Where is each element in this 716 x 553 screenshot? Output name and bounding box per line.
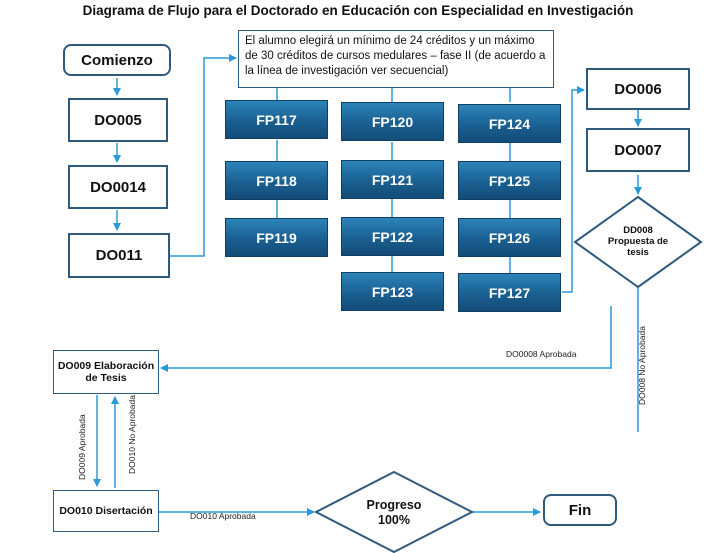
edge-dd008-do009: [160, 306, 612, 372]
label-do009-aprobada: DO009 Aprobada: [77, 414, 87, 480]
node-fp121: FP121: [341, 160, 444, 199]
label-do008-no-aprobada: DO008 No Aprobada: [637, 326, 647, 405]
diagram-title: Diagrama de Flujo para el Doctorado en E…: [82, 3, 634, 18]
node-fp125: FP125: [458, 161, 561, 200]
node-fin: Fin: [543, 494, 617, 526]
node-do009: DO009 Elaboración de Tesis: [53, 350, 159, 394]
label-do0008-aprobada: DO0008 Aprobada: [506, 349, 577, 359]
node-do007: DO007: [586, 128, 690, 172]
label-do010-no-aprobada: DO010 No Aprobada: [127, 395, 137, 474]
edge-do011-note: [170, 54, 237, 257]
node-comienzo: Comienzo: [63, 44, 171, 76]
node-note: El alumno elegirá un mínimo de 24 crédit…: [238, 30, 554, 88]
dd008-diamond-shape: [573, 195, 703, 289]
node-dd008-text: DD008 Propuesta de tesis: [607, 225, 669, 258]
node-fp119: FP119: [225, 218, 328, 257]
node-do010: DO010 Disertación: [53, 490, 159, 532]
edge-fp127-do006: [562, 86, 585, 293]
node-do011: DO011: [68, 233, 170, 278]
node-fp117: FP117: [225, 100, 328, 139]
node-do005: DO005: [68, 98, 168, 142]
node-fp127: FP127: [458, 273, 561, 312]
node-fp118: FP118: [225, 161, 328, 200]
node-fp126: FP126: [458, 218, 561, 257]
node-progreso-text: Progreso 100%: [366, 498, 422, 527]
node-fp124: FP124: [458, 104, 561, 143]
node-do006: DO006: [586, 68, 690, 110]
progreso-diamond-shape: [313, 470, 475, 553]
node-fp122: FP122: [341, 217, 444, 256]
node-fp123: FP123: [341, 272, 444, 311]
label-do010-aprobada: DO010 Aprobada: [190, 511, 256, 521]
node-do0014: DO0014: [68, 165, 168, 209]
node-fp120: FP120: [341, 102, 444, 141]
